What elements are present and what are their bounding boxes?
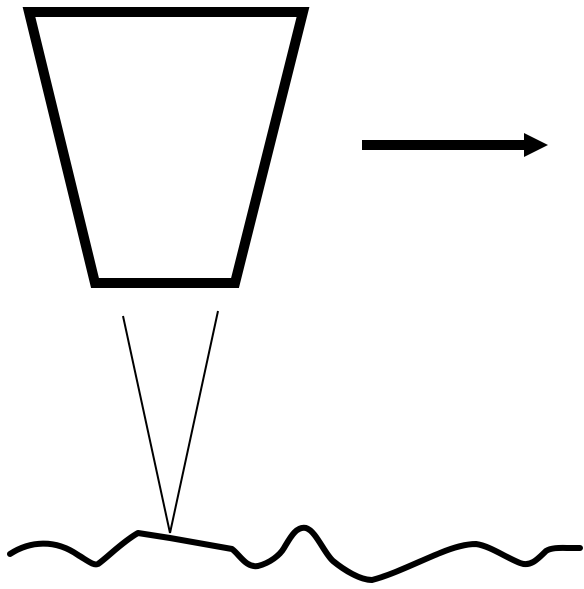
rough-surface-profile	[7, 524, 583, 583]
beam-line-left	[122, 315, 171, 534]
beam-line-right	[169, 310, 219, 534]
sensor-head-trapezoid	[22, 7, 310, 288]
motion-direction-arrow	[362, 133, 548, 157]
arrow-head-icon	[524, 133, 548, 157]
converging-beam	[122, 310, 219, 534]
